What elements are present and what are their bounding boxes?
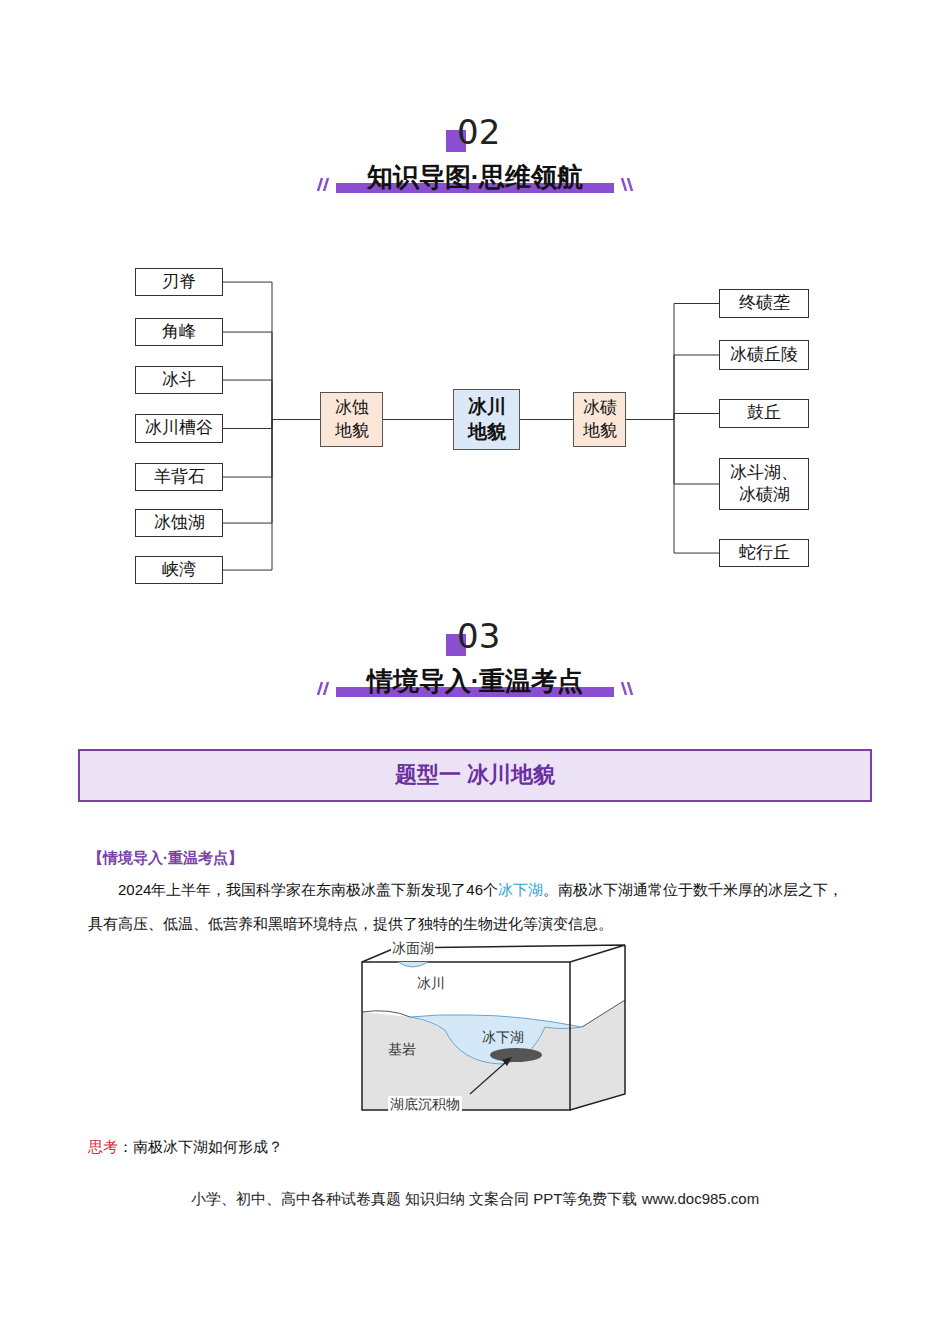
- leaf-box: 冰碛丘陵: [719, 340, 809, 370]
- connector: [520, 419, 573, 420]
- node-text: 羊背石: [154, 466, 205, 488]
- leaf-box: 终碛垄: [719, 289, 809, 318]
- connector: [626, 420, 719, 485]
- node-text: 冰斗湖、 冰碛湖: [725, 462, 803, 506]
- node-text: 冰川 地貌: [467, 395, 507, 444]
- leaf-box: 蛇行丘: [719, 539, 809, 567]
- diagram-label: 冰川: [417, 975, 445, 993]
- category-box: 冰蚀 地貌: [320, 392, 383, 447]
- node-text: 题型一 冰川地貌: [395, 761, 555, 790]
- paragraph-text: 2024年上半年，我国科学家在东南极冰盖下新发现了46个: [118, 881, 498, 898]
- leaf-box: 羊背石: [135, 463, 223, 491]
- question-tag: 思考: [88, 1138, 118, 1155]
- connector: [626, 304, 719, 420]
- section-title: 情境导入·重温考点: [367, 664, 584, 699]
- node-text: 冰川槽谷: [145, 417, 213, 439]
- diagram-label: 基岩: [388, 1041, 416, 1059]
- node-text: 终碛垄: [739, 292, 790, 314]
- section-title: 知识导图·思维领航: [367, 160, 584, 195]
- node-text: 冰蚀 地貌: [334, 397, 370, 441]
- question-line: 思考：南极冰下湖如何形成？: [88, 1138, 283, 1157]
- connector: [223, 420, 320, 571]
- leaf-box: 角峰: [135, 318, 223, 346]
- node-text: 冰蚀湖: [154, 512, 205, 534]
- diagram-label: 湖底沉积物: [388, 1096, 462, 1114]
- leaf-box: 冰川槽谷: [135, 414, 223, 443]
- node-text: 峡湾: [162, 559, 196, 581]
- glacier-block-diagram: [362, 945, 625, 1110]
- node-text: 刃脊: [162, 271, 196, 293]
- leaf-box: 峡湾: [135, 556, 223, 584]
- subsection-heading: 【情境导入·重温考点】: [88, 849, 243, 868]
- section-number: 02: [457, 112, 500, 152]
- root-box: 冰川 地貌: [453, 389, 520, 450]
- footer-text: 小学、初中、高中各种试卷真题 知识归纳 文案合同 PPT等免费下载 www.do…: [191, 1190, 759, 1209]
- section-banner: 题型一 冰川地貌: [78, 749, 872, 802]
- leaf-box: 冰斗: [135, 366, 223, 394]
- section-number: 03: [457, 616, 500, 656]
- node-text: 角峰: [162, 321, 196, 343]
- connector: [626, 414, 719, 420]
- connector: [223, 282, 320, 419]
- node-text: 冰碛 地貌: [582, 397, 618, 441]
- category-box: 冰碛 地貌: [573, 392, 626, 447]
- leaf-box: 鼓丘: [719, 399, 809, 428]
- diagram-label: 冰下湖: [482, 1029, 524, 1047]
- connector: [383, 419, 453, 420]
- diagram-label: 冰面湖: [391, 940, 435, 958]
- question-text: ：南极冰下湖如何形成？: [118, 1138, 283, 1155]
- node-text: 蛇行丘: [739, 542, 790, 564]
- connector: [626, 420, 719, 554]
- node-text: 冰碛丘陵: [730, 344, 798, 366]
- leaf-box: 刃脊: [135, 268, 223, 296]
- paragraph: 2024年上半年，我国科学家在东南极冰盖下新发现了46个冰下湖。南极冰下湖通常位…: [88, 873, 858, 941]
- connector: [223, 332, 320, 419]
- highlight-term: 冰下湖: [498, 881, 543, 898]
- leaf-box: 冰斗湖、 冰碛湖: [719, 458, 809, 510]
- connector: [626, 355, 719, 420]
- node-text: 鼓丘: [747, 402, 781, 424]
- node-text: 冰斗: [162, 369, 196, 391]
- leaf-box: 冰蚀湖: [135, 509, 223, 537]
- connector: [223, 380, 320, 419]
